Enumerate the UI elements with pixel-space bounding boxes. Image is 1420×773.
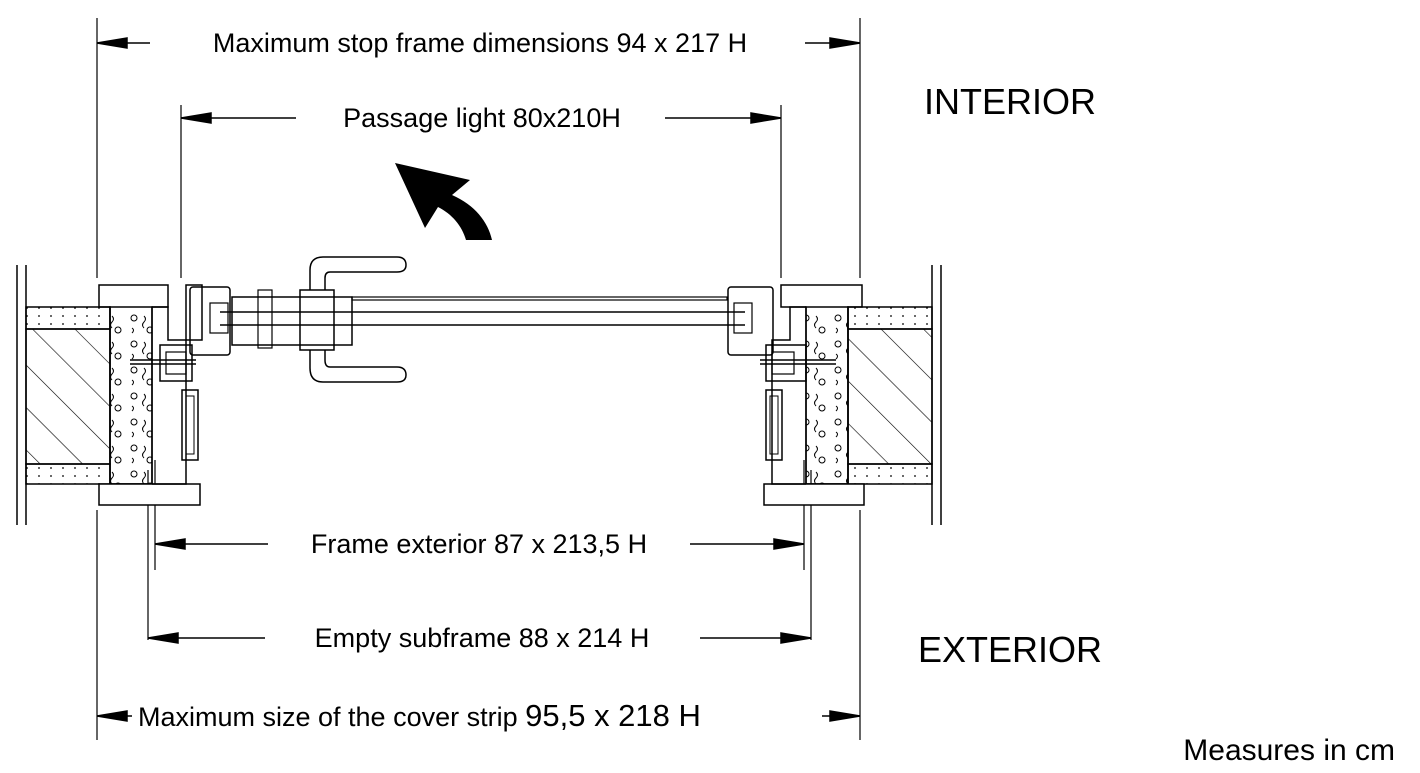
exterior-label: EXTERIOR: [918, 629, 1102, 670]
extension-lines: [96, 18, 861, 740]
stop-frame-dimension-label: Maximum stop frame dimensions 94 x 217 H: [213, 28, 747, 58]
cover-strip-label-value: 95,5 x 218 H: [525, 698, 701, 733]
right-wall-section: [760, 265, 942, 525]
empty-subframe-dimension-label: Empty subframe 88 x 214 H: [315, 623, 650, 653]
cover-strip-label-prefix: Maximum size of the cover strip: [138, 702, 525, 732]
door-leaf-section: [189, 286, 774, 356]
curved-arrow-icon: [395, 163, 492, 240]
passage-light-dimension-label: Passage light 80x210H: [343, 103, 621, 133]
interior-label: INTERIOR: [924, 81, 1096, 122]
left-wall-section: [16, 265, 203, 525]
units-note: Measures in cm: [1183, 734, 1395, 767]
dimension-lines: [96, 37, 861, 722]
frame-exterior-dimension-label: Frame exterior 87 x 213,5 H: [311, 529, 647, 559]
door-handle-icon: [309, 256, 407, 383]
cover-strip-dimension-label: Maximum size of the cover strip 95,5 x 2…: [138, 698, 701, 733]
